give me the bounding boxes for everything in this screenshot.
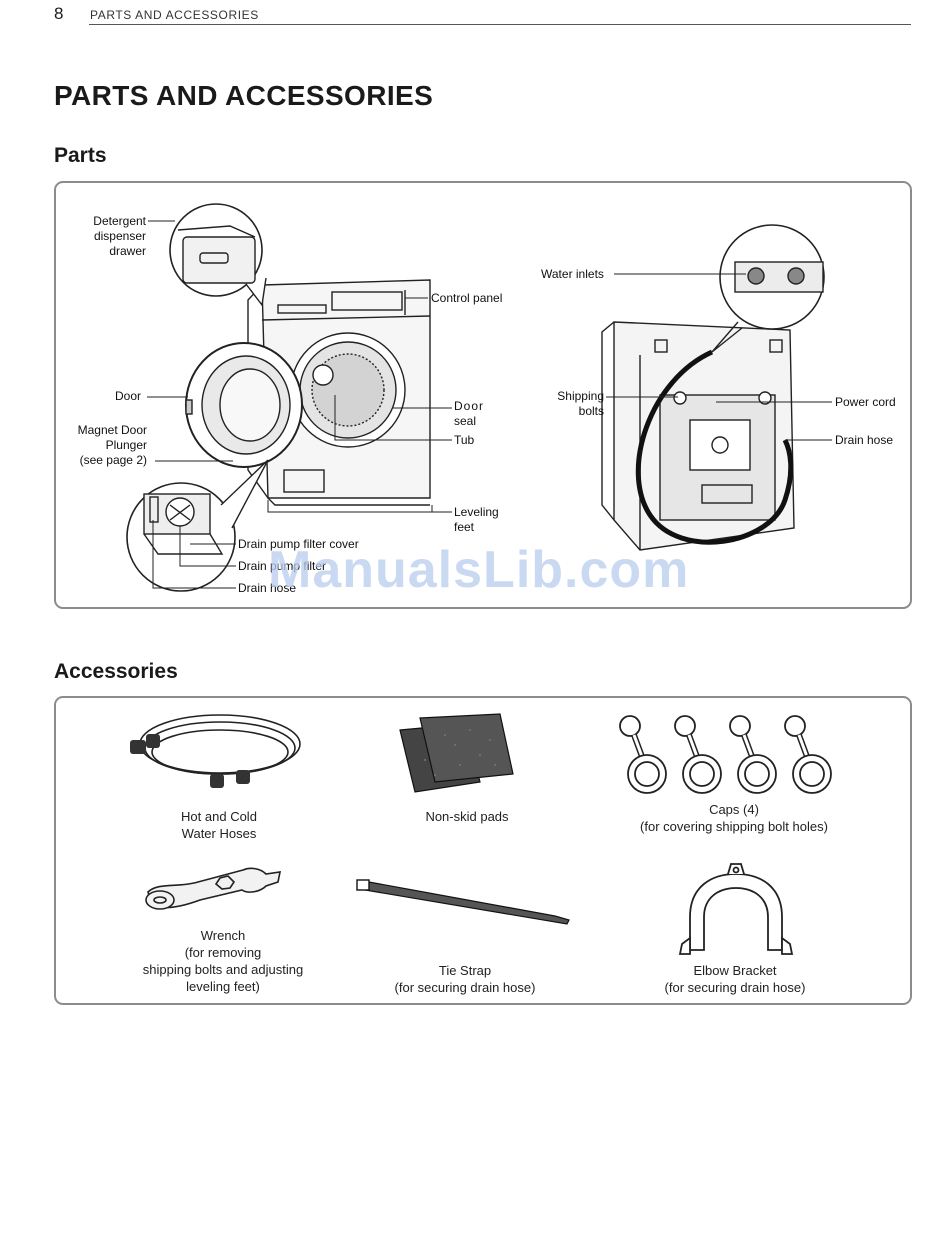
caption-water-hoses: Hot and Cold Water Hoses [181, 809, 257, 841]
label-drain-pump-filter: Drain pump filter [238, 559, 327, 573]
label-drain-pump-filter-cover: Drain pump filter cover [238, 537, 359, 551]
accessories-box [54, 696, 912, 1005]
non-skid-pads-icon [399, 713, 514, 793]
label-door: Door [115, 389, 142, 403]
label-drain-hose-rear: Drain hose [835, 433, 894, 447]
page-number: 8 [54, 4, 64, 23]
caption-caps: Caps (4) (for covering shipping bolt hol… [640, 802, 828, 834]
rear-washer-illustration [601, 224, 832, 551]
watermark: ManualsLib.com [268, 541, 690, 599]
label-water-inlets: Water inlets [541, 267, 604, 281]
elbow-bracket-icon [678, 863, 794, 955]
label-drain-hose-front: Drain hose [238, 581, 297, 595]
caption-non-skid-pads: Non-skid pads [425, 809, 509, 824]
parts-box [54, 181, 912, 609]
wrench-icon [145, 867, 282, 910]
label-leveling-feet: Leveling feet [454, 505, 499, 534]
caps-icon [619, 715, 832, 794]
label-magnet-door-plunger: Magnet Door Plunger (see page 2) [77, 423, 147, 467]
label-power-cord: Power cord [835, 395, 896, 409]
caption-elbow-bracket: Elbow Bracket (for securing drain hose) [664, 963, 806, 995]
page-title: PARTS AND ACCESSORIES [54, 80, 434, 111]
label-control-panel: Control panel [431, 291, 503, 305]
hoses-icon [130, 714, 301, 788]
running-header: PARTS AND ACCESSORIES [90, 8, 259, 22]
caption-tie-strap: Tie Strap (for securing drain hose) [394, 963, 536, 995]
label-detergent-dispenser-drawer: Detergent dispenser drawer [93, 214, 146, 258]
parts-heading: Parts [54, 144, 107, 167]
front-washer-illustration [126, 203, 452, 592]
label-tub: Tub [454, 433, 475, 447]
tie-strap-icon [356, 879, 570, 925]
caption-wrench: Wrench (for removing shipping bolts and … [142, 928, 304, 994]
label-door-seal: Door seal [454, 399, 485, 428]
label-shipping-bolts: Shipping bolts [557, 389, 604, 418]
accessories-heading: Accessories [54, 660, 178, 683]
header-rule [89, 24, 911, 25]
